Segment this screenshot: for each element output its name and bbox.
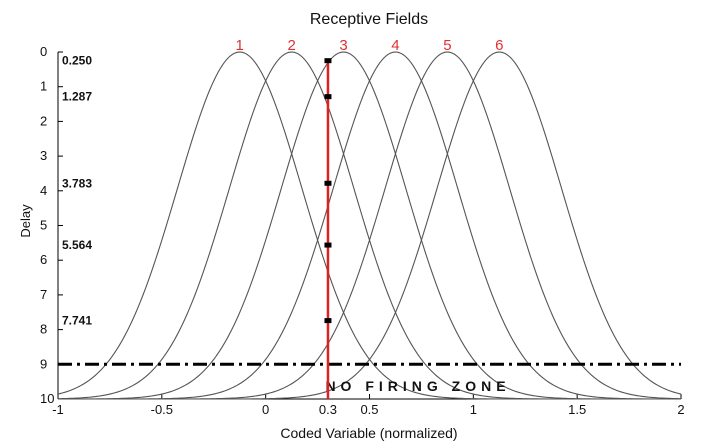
delay-marker (324, 318, 332, 324)
receptive-field-curve (58, 51, 681, 400)
receptive-field-curve (58, 51, 682, 400)
receptive-field-label: 1 (236, 37, 244, 54)
y-tick-label: 3 (40, 148, 47, 163)
delay-value-label: 5.564 (62, 238, 92, 252)
y-axis-label: Delay (18, 204, 33, 238)
y-tick-label: 2 (40, 113, 47, 128)
x-tick-label: 0.3 (319, 402, 337, 417)
delay-marker (324, 58, 332, 64)
x-axis-label: Coded Variable (normalized) (280, 425, 457, 441)
x-tick-label: 1 (470, 402, 477, 417)
receptive-field-label: 3 (339, 37, 347, 54)
x-tick-label: 0.5 (360, 402, 378, 417)
delay-value-label: 7.741 (62, 314, 92, 328)
receptive-field-label: 5 (443, 37, 451, 54)
no-firing-zone-label: NO FIRING ZONE (325, 378, 510, 394)
y-tick-label: 4 (40, 183, 47, 198)
x-tick-label: -0.5 (151, 402, 173, 417)
plot-area: 0 1 2 3 4 5 6 7 8 9 10-1 -0.5 0 0.3 0.5 1 1.5 2 1 2 3 4 5 6 NO F… (40, 37, 685, 417)
chart-title: Receptive Fields (310, 11, 428, 28)
delay-value-label: 0.250 (62, 54, 92, 68)
receptive-field-curve (57, 51, 681, 400)
delay-value-label: 3.783 (62, 176, 92, 190)
x-tick-label: 1.5 (568, 402, 586, 417)
x-tick-label: 2 (677, 402, 684, 417)
y-tick-label: 5 (40, 218, 47, 233)
delay-value-label: 1.287 (62, 90, 92, 104)
delay-marker (324, 180, 332, 186)
receptive-field-curve (58, 51, 681, 400)
delay-marker (324, 94, 332, 100)
y-tick-label: 1 (40, 79, 47, 94)
receptive-field-label: 2 (287, 37, 295, 54)
y-tick-label: 10 (40, 391, 54, 406)
y-tick-label: 6 (40, 252, 47, 267)
y-tick-label: 8 (40, 322, 47, 337)
receptive-field-label: 6 (495, 37, 503, 54)
y-tick-label: 7 (40, 287, 47, 302)
x-tick-label: 0 (262, 402, 269, 417)
delay-marker (324, 242, 332, 248)
x-tick-label: -1 (52, 402, 64, 417)
y-tick-label: 0 (40, 44, 47, 59)
y-tick-label: 9 (40, 356, 47, 371)
receptive-field-label: 4 (391, 37, 399, 54)
receptive-field-curve (58, 51, 682, 400)
receptive-field-curve (57, 51, 681, 400)
